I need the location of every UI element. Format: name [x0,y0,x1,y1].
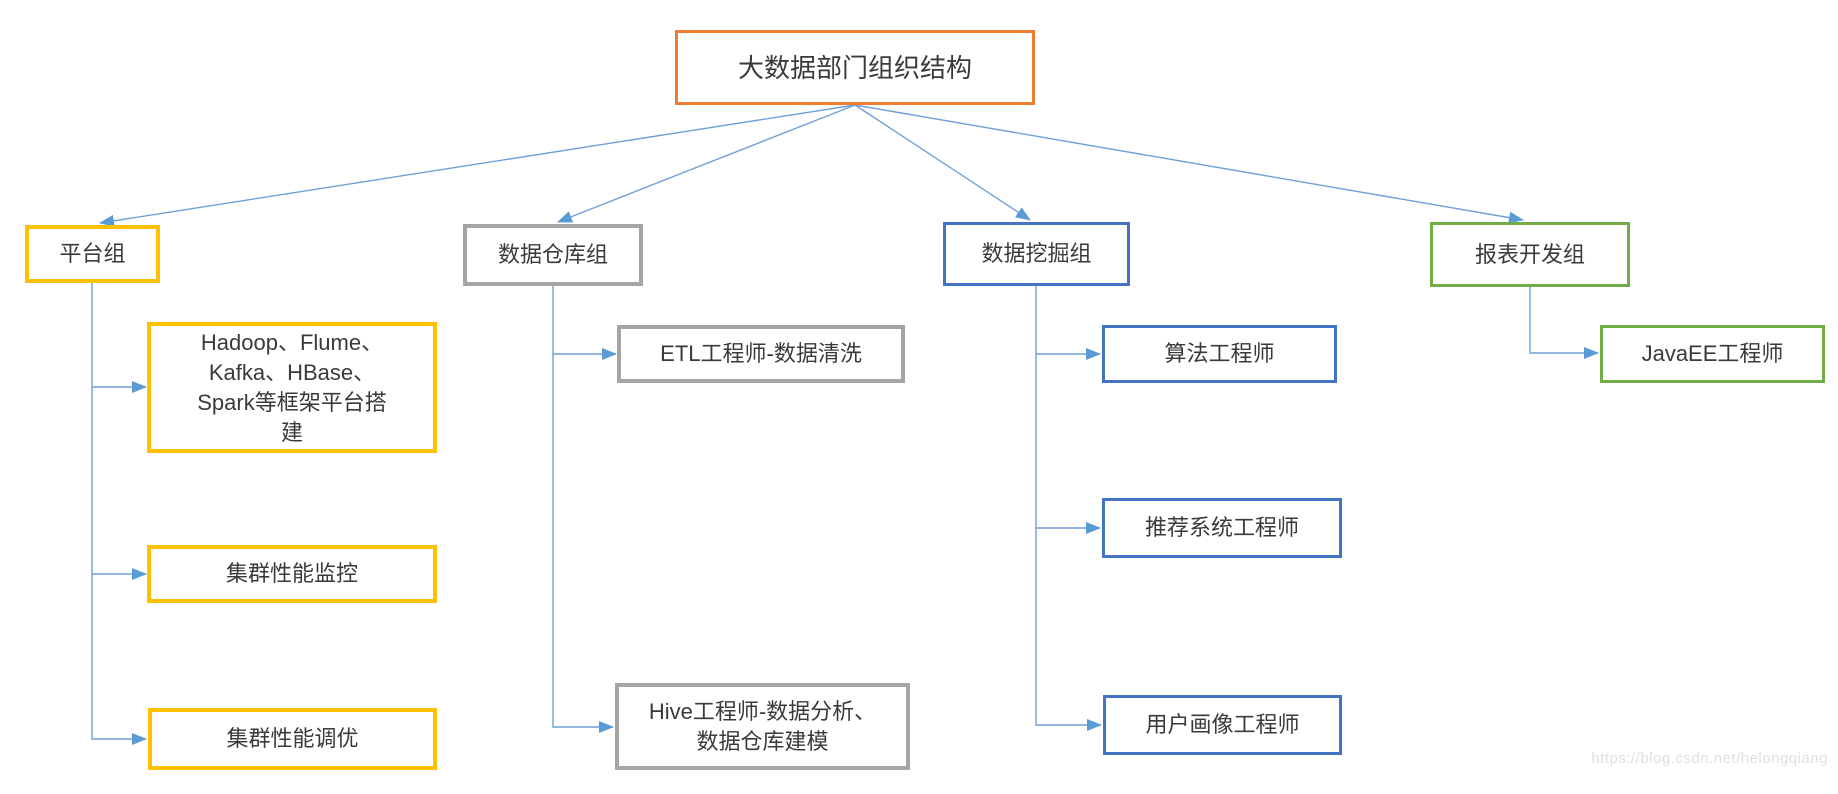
node-platform-framework-label: Hadoop、Flume、Kafka、HBase、Spark等框架平台搭建 [197,329,387,445]
node-user-profile-engineer: 用户画像工程师 [1103,695,1342,755]
edge-root-warehouse [557,104,856,223]
edge-report-javaee [1529,287,1599,359]
node-etl-engineer-label: ETL工程师-数据清洗 [660,341,862,366]
node-mining-group-label: 数据挖掘组 [981,241,1092,266]
node-algorithm-engineer-label: 算法工程师 [1164,341,1275,366]
node-warehouse-group: 数据仓库组 [463,224,643,286]
node-root-label: 大数据部门组织结构 [737,52,972,83]
edge-root-report [854,104,1524,224]
node-algorithm-engineer: 算法工程师 [1102,325,1337,383]
node-warehouse-group-label: 数据仓库组 [497,242,608,267]
node-cluster-monitoring-label: 集群性能监控 [225,561,358,586]
node-etl-engineer: ETL工程师-数据清洗 [617,325,905,383]
node-cluster-tuning: 集群性能调优 [148,708,437,770]
edge-warehouse-hive [552,286,614,733]
node-platform-framework: Hadoop、Flume、Kafka、HBase、Spark等框架平台搭建 [147,322,437,453]
node-hive-engineer: Hive工程师-数据分析、数据仓库建模 [615,683,910,770]
node-recommendation-engineer-label: 推荐系统工程师 [1144,515,1299,540]
node-javaee-engineer-label: JavaEE工程师 [1641,341,1784,366]
node-report-group: 报表开发组 [1430,222,1630,287]
edge-root-mining [854,104,1031,221]
node-root: 大数据部门组织结构 [675,30,1035,105]
node-cluster-monitoring: 集群性能监控 [147,545,437,603]
node-recommendation-engineer: 推荐系统工程师 [1102,498,1342,558]
node-mining-group: 数据挖掘组 [943,222,1130,286]
csdn-watermark: https://blog.csdn.net/helongqiang [1591,750,1828,767]
node-cluster-tuning-label: 集群性能调优 [226,726,359,751]
node-platform-group: 平台组 [25,225,160,283]
edge-mining-profile [1035,286,1102,731]
node-user-profile-engineer-label: 用户画像工程师 [1145,712,1300,737]
node-report-group-label: 报表开发组 [1474,241,1585,267]
node-platform-group-label: 平台组 [59,241,126,266]
edge-root-platform [99,104,856,227]
node-hive-engineer-label: Hive工程师-数据分析、数据仓库建模 [648,698,877,754]
edge-platform-tuning [91,283,147,745]
node-javaee-engineer: JavaEE工程师 [1600,325,1825,383]
